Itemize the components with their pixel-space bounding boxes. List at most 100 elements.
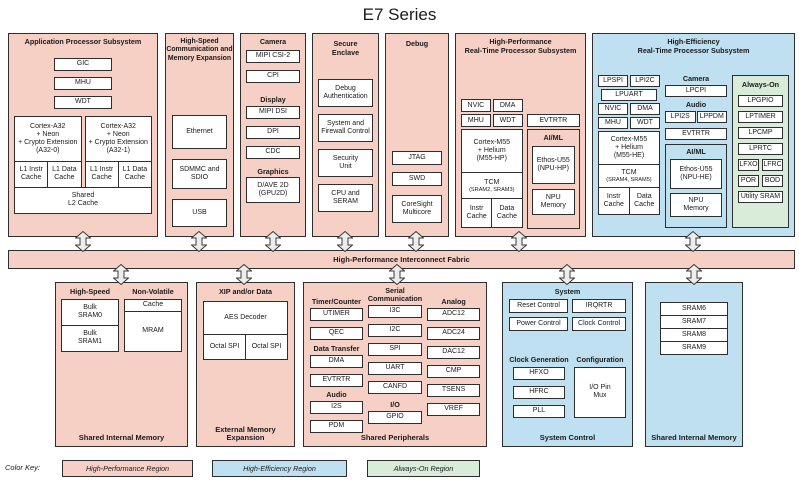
color-key-high-performance: High-Performance Region [62, 460, 193, 477]
block-system-control: System Reset Control IRQRTR Power Contro… [502, 282, 633, 447]
box-octal-spi: Octal SPI [203, 333, 246, 360]
bidirectional-arrow-icon [686, 264, 702, 285]
box-irqrtr: IRQRTR [572, 298, 626, 313]
box-bulk-sram1: Bulk SRAM1 [61, 324, 119, 352]
box-power-control: Power Control [509, 316, 569, 331]
box-l1-instr-cache: L1 Instr Cache [14, 160, 49, 188]
box-por: POR [738, 175, 759, 188]
box-evtrtr: EVTRTR [526, 114, 580, 128]
box-shared-l2-cache: Shared L2 Cache [14, 186, 152, 214]
box-data-cache: Data Cache [628, 187, 660, 216]
box-lptimer: LPTIMER [738, 111, 783, 124]
box-debug-authentication: Debug Authentication [318, 79, 373, 108]
box-mhu: MHU [598, 117, 628, 130]
bidirectional-arrow-icon [559, 264, 575, 285]
bidirectional-arrow-icon [337, 231, 353, 252]
box-sram8: SRAM8 [660, 328, 728, 342]
block-footer: Shared Internal Memory [78, 433, 165, 443]
box-coresight-multicore: CoreSight Multicore [392, 194, 442, 223]
tcm-sub-label: (SRAM4, SRAM5) [606, 177, 652, 184]
serial-io-column: Serial Communication I3C I2C SPI UART CA… [367, 287, 423, 433]
box-lpspi: LPSPI [598, 75, 628, 88]
color-key-high-efficiency: High-Efficiency Region [212, 460, 347, 477]
block-title: Application Processor Subsystem [24, 37, 142, 46]
box-utility-sram: Utility SRAM [738, 191, 783, 204]
timer-counter-header: Timer/Counter [311, 297, 361, 306]
nonvolatile-column: Cache MRAM [124, 298, 182, 352]
box-lprtc: LPRTC [738, 143, 783, 156]
aiml-header: AI/ML [686, 147, 706, 157]
box-dma: DMA [492, 99, 523, 113]
box-sdmmc-sdio: SDMMC and SDIO [172, 158, 227, 189]
bidirectional-arrow-icon [511, 231, 527, 252]
box-ethos-u55-he: Ethos-U55 (NPU-HE) [670, 159, 722, 190]
block-title: High-Performance Real-Time Processor Sub… [464, 37, 577, 55]
analog-header: Analog [441, 297, 466, 306]
box-system-firewall-control: System and Firewall Control [318, 114, 373, 143]
box-npu-memory: NPU Memory [670, 193, 722, 218]
block-title: Debug [405, 39, 429, 48]
box-bulk-sram0: Bulk SRAM0 [61, 298, 119, 326]
box-lpgpio: LPGPIO [738, 95, 783, 108]
box-gic: GIC [54, 57, 112, 71]
tcm-sub-label: (SRAM2, SRAM3) [469, 186, 515, 193]
box-octal-spi: Octal SPI [245, 333, 288, 360]
block-secure-enclave: Secure Enclave Debug Authentication Syst… [312, 33, 379, 237]
block-shared-peripherals: Timer/Counter UTIMER QEC Data Transfer D… [303, 282, 487, 447]
box-lpuart: LPUART [601, 89, 657, 102]
configuration-header: Configuration [576, 354, 624, 364]
tcm-label: TCM [621, 169, 637, 177]
box-lfxo: LFXO [738, 159, 759, 172]
box-mhu: MHU [54, 76, 112, 90]
camera-header: Camera [682, 74, 710, 84]
timer-datatransfer-audio-column: Timer/Counter UTIMER QEC Data Transfer D… [310, 287, 363, 433]
box-tcm-he: TCM (SRAM4, SRAM5) [598, 164, 660, 189]
box-tcm-hp: TCM (SRAM2, SRAM3) [461, 172, 523, 200]
aiml-group-hp: AI/ML Ethos-U55 (NPU-HP) NPU Memory [526, 129, 580, 230]
block-title: High-Efficiency Real-Time Processor Subs… [637, 37, 750, 55]
box-cortex-m55-hp: Cortex-M55 + Helium (M55-HP) [461, 129, 523, 174]
bidirectional-arrow-icon [408, 231, 424, 252]
box-security-unit: Security Unit [318, 149, 373, 178]
box-pll: PLL [513, 404, 565, 418]
bidirectional-arrow-icon [75, 231, 91, 252]
box-dpi: DPI [246, 125, 300, 139]
graphics-header: Graphics [257, 166, 289, 176]
box-swd: SWD [392, 171, 442, 186]
bidirectional-arrow-icon [113, 264, 129, 285]
box-jtag: JTAG [392, 150, 442, 165]
box-lpi2c: LPI2C [630, 75, 660, 88]
box-npu-memory: NPU Memory [531, 189, 575, 216]
system-header: System [554, 287, 581, 296]
box-utimer: UTIMER [310, 307, 363, 321]
block-external-memory-expansion: XIP and/or Data AES Decoder Octal SPI Oc… [196, 282, 295, 447]
block-title: Secure Enclave [331, 39, 360, 57]
box-nvic: NVIC [598, 103, 628, 116]
block-highspeed-comm-memory-expansion: High-Speed Communication and Memory Expa… [165, 33, 234, 237]
hp-rt-content: NVIC DMA MHU WDT Cortex-M55 + Helium (M5… [461, 99, 580, 230]
box-reset-control: Reset Control [509, 298, 569, 313]
box-l1-data-cache: L1 Data Cache [47, 160, 82, 188]
audio-header: Audio [685, 100, 707, 110]
hp-cpu-column: NVIC DMA MHU WDT Cortex-M55 + Helium (M5… [461, 99, 523, 229]
box-nvic: NVIC [461, 99, 491, 113]
box-i2s: I2S [310, 400, 363, 414]
color-key-label: Color Key: [5, 463, 41, 472]
bidirectional-arrow-icon [265, 231, 281, 252]
box-aes-decoder: AES Decoder [203, 300, 288, 335]
always-on-header: Always-On [741, 80, 780, 90]
box-io-pin-mux: I/O Pin Mux [573, 366, 626, 418]
box-lpi2s: LPI2S [665, 111, 696, 124]
box-sram9: SRAM9 [660, 341, 728, 355]
box-uart: UART [367, 361, 423, 375]
box-dac12: DAC12 [427, 345, 480, 359]
box-adc24: ADC24 [427, 326, 480, 340]
clock-generation-column: Clock Generation HFXO HFRC PLL [509, 356, 569, 418]
bidirectional-arrow-icon [389, 264, 405, 285]
box-data-cache: Data Cache [491, 198, 523, 229]
box-ethernet: Ethernet [172, 114, 227, 149]
hp-npu-column: EVTRTR AI/ML Ethos-U55 (NPU-HP) NPU Memo… [526, 99, 580, 230]
tcm-label: TCM [484, 178, 500, 186]
box-bod: BOD [762, 175, 783, 188]
